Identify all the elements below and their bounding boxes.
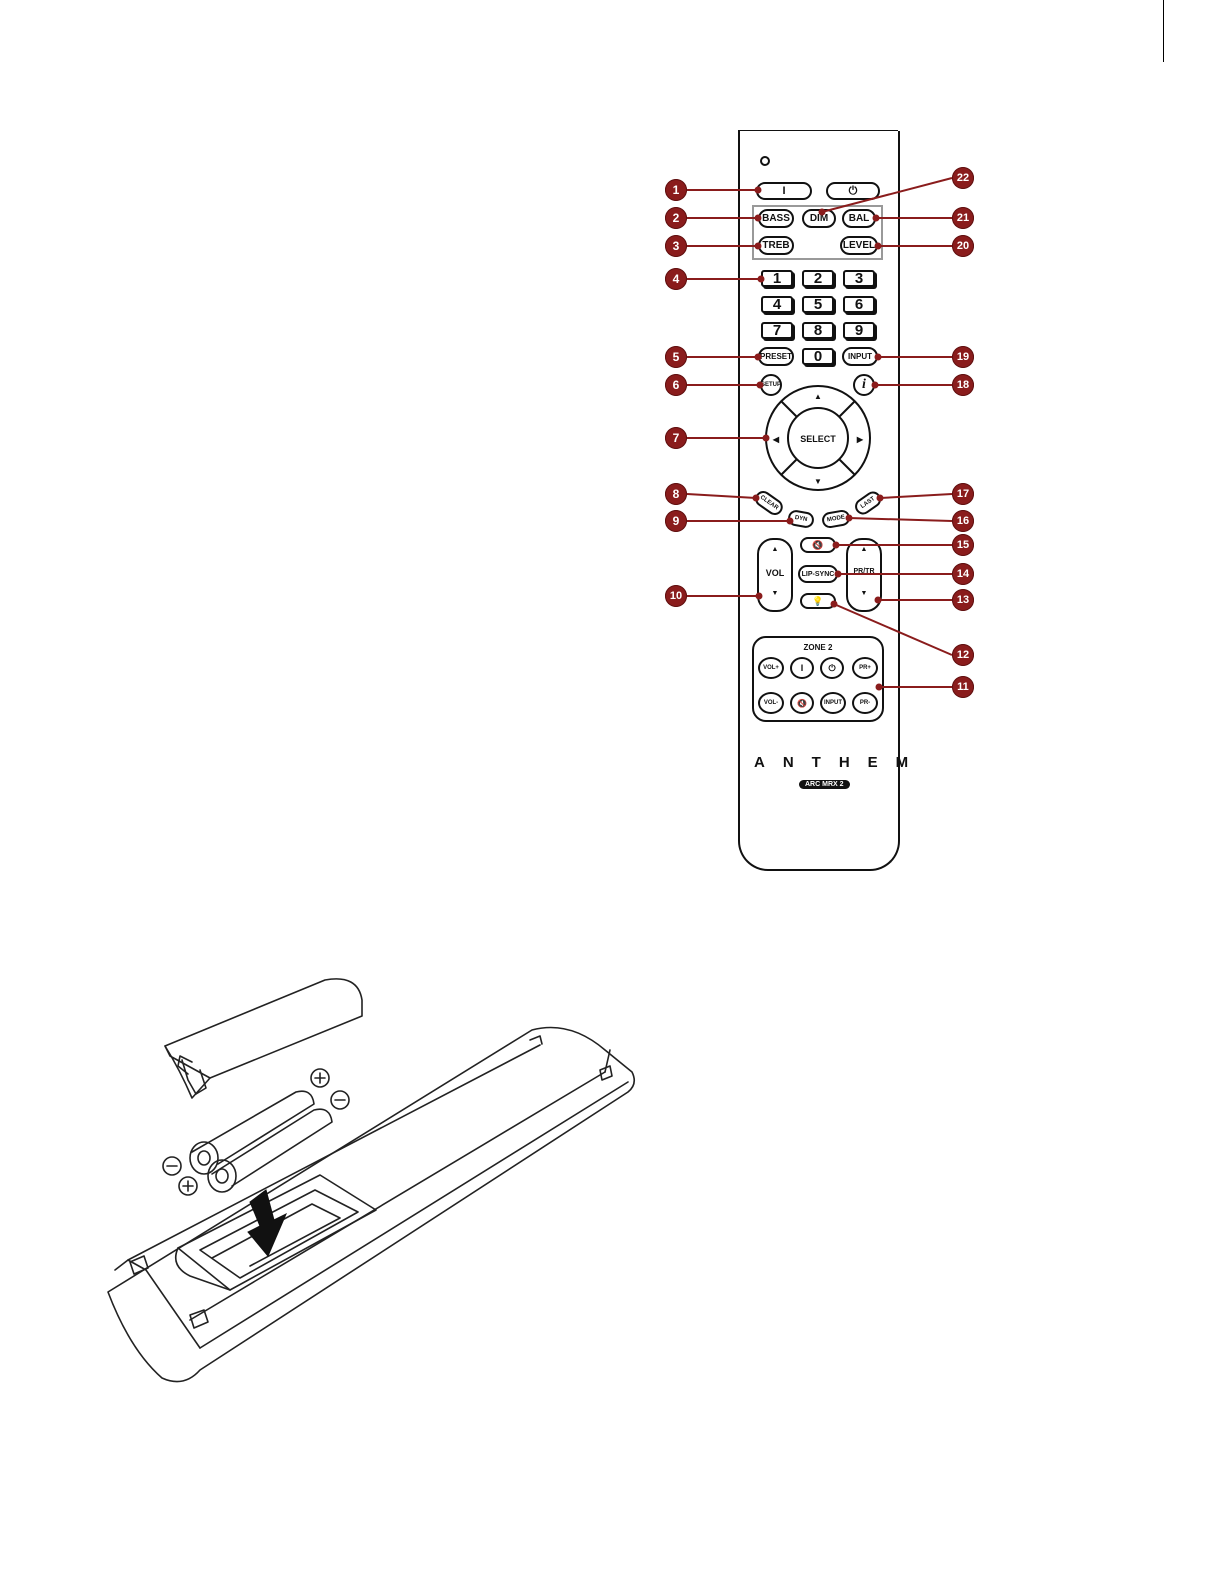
callout-20: 20 bbox=[952, 235, 974, 257]
callout-7: 7 bbox=[665, 427, 687, 449]
callout-15: 15 bbox=[952, 534, 974, 556]
callout-12: 12 bbox=[952, 644, 974, 666]
callout-21: 21 bbox=[952, 207, 974, 229]
callout-8: 8 bbox=[665, 483, 687, 505]
battery-installation-diagram bbox=[100, 970, 660, 1400]
callout-18: 18 bbox=[952, 374, 974, 396]
callout-10: 10 bbox=[665, 585, 687, 607]
callout-6: 6 bbox=[665, 374, 687, 396]
callout-3: 3 bbox=[665, 235, 687, 257]
callout-13: 13 bbox=[952, 589, 974, 611]
callout-2: 2 bbox=[665, 207, 687, 229]
callout-14: 14 bbox=[952, 563, 974, 585]
callout-4: 4 bbox=[665, 268, 687, 290]
callout-1: 1 bbox=[665, 179, 687, 201]
callout-leader-lines bbox=[0, 0, 1224, 900]
callout-9: 9 bbox=[665, 510, 687, 532]
callout-16: 16 bbox=[952, 510, 974, 532]
callout-5: 5 bbox=[665, 346, 687, 368]
callout-19: 19 bbox=[952, 346, 974, 368]
callout-17: 17 bbox=[952, 483, 974, 505]
callout-11: 11 bbox=[952, 676, 974, 698]
callout-22: 22 bbox=[952, 167, 974, 189]
